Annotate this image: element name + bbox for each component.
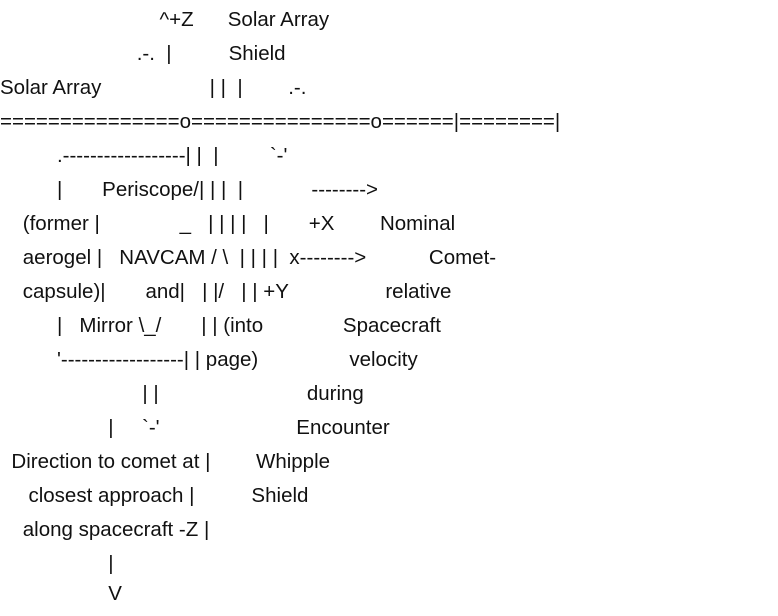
diagram-line: | (0, 552, 114, 575)
diagram-line: ===============o===============o======|=… (0, 110, 561, 133)
diagram-line: ^+Z Solar Array (0, 8, 330, 31)
diagram-line: (former | _ | | | | | +X Nominal (0, 212, 456, 235)
diagram-line: capsule)| and| | |/ | | +Y relative (0, 280, 452, 303)
diagram-line: V (0, 582, 122, 605)
diagram-line: | Periscope/| | | | --------> (0, 178, 379, 201)
diagram-line: aerogel | NAVCAM / \ | | | | x--------> … (0, 246, 497, 269)
diagram-line: | `-' Encounter (0, 416, 390, 439)
diagram-line: | Mirror \_/ | | (into Spacecraft (0, 314, 441, 337)
diagram-line: Direction to comet at | Whipple (0, 450, 331, 473)
diagram-line: | | during (0, 382, 364, 405)
diagram-line: closest approach | Shield (0, 484, 309, 507)
diagram-line: Solar Array | | | .-. (0, 76, 307, 99)
diagram-line: '------------------| | page) velocity (0, 348, 418, 371)
diagram-line: along spacecraft -Z | (0, 518, 210, 541)
diagram-line: .------------------| | | `-' (0, 144, 288, 167)
diagram-line: .-. | Shield (0, 42, 286, 65)
